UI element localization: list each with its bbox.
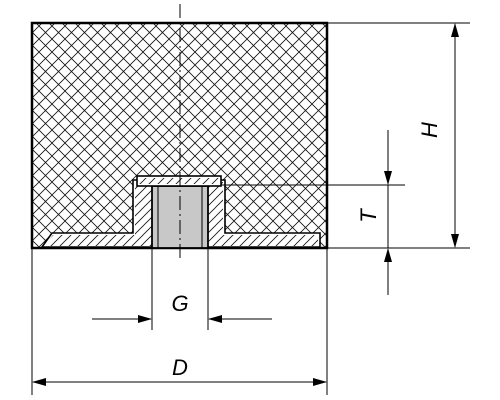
diameter-label: D bbox=[172, 355, 188, 380]
dimension-g: G bbox=[92, 248, 272, 330]
dimension-d: D bbox=[31, 248, 328, 395]
dimension-t: T bbox=[221, 130, 405, 295]
height-label: H bbox=[417, 122, 442, 138]
thread-label: G bbox=[171, 291, 188, 316]
thread-depth-label: T bbox=[356, 208, 381, 223]
dimension-h: H bbox=[327, 22, 470, 249]
